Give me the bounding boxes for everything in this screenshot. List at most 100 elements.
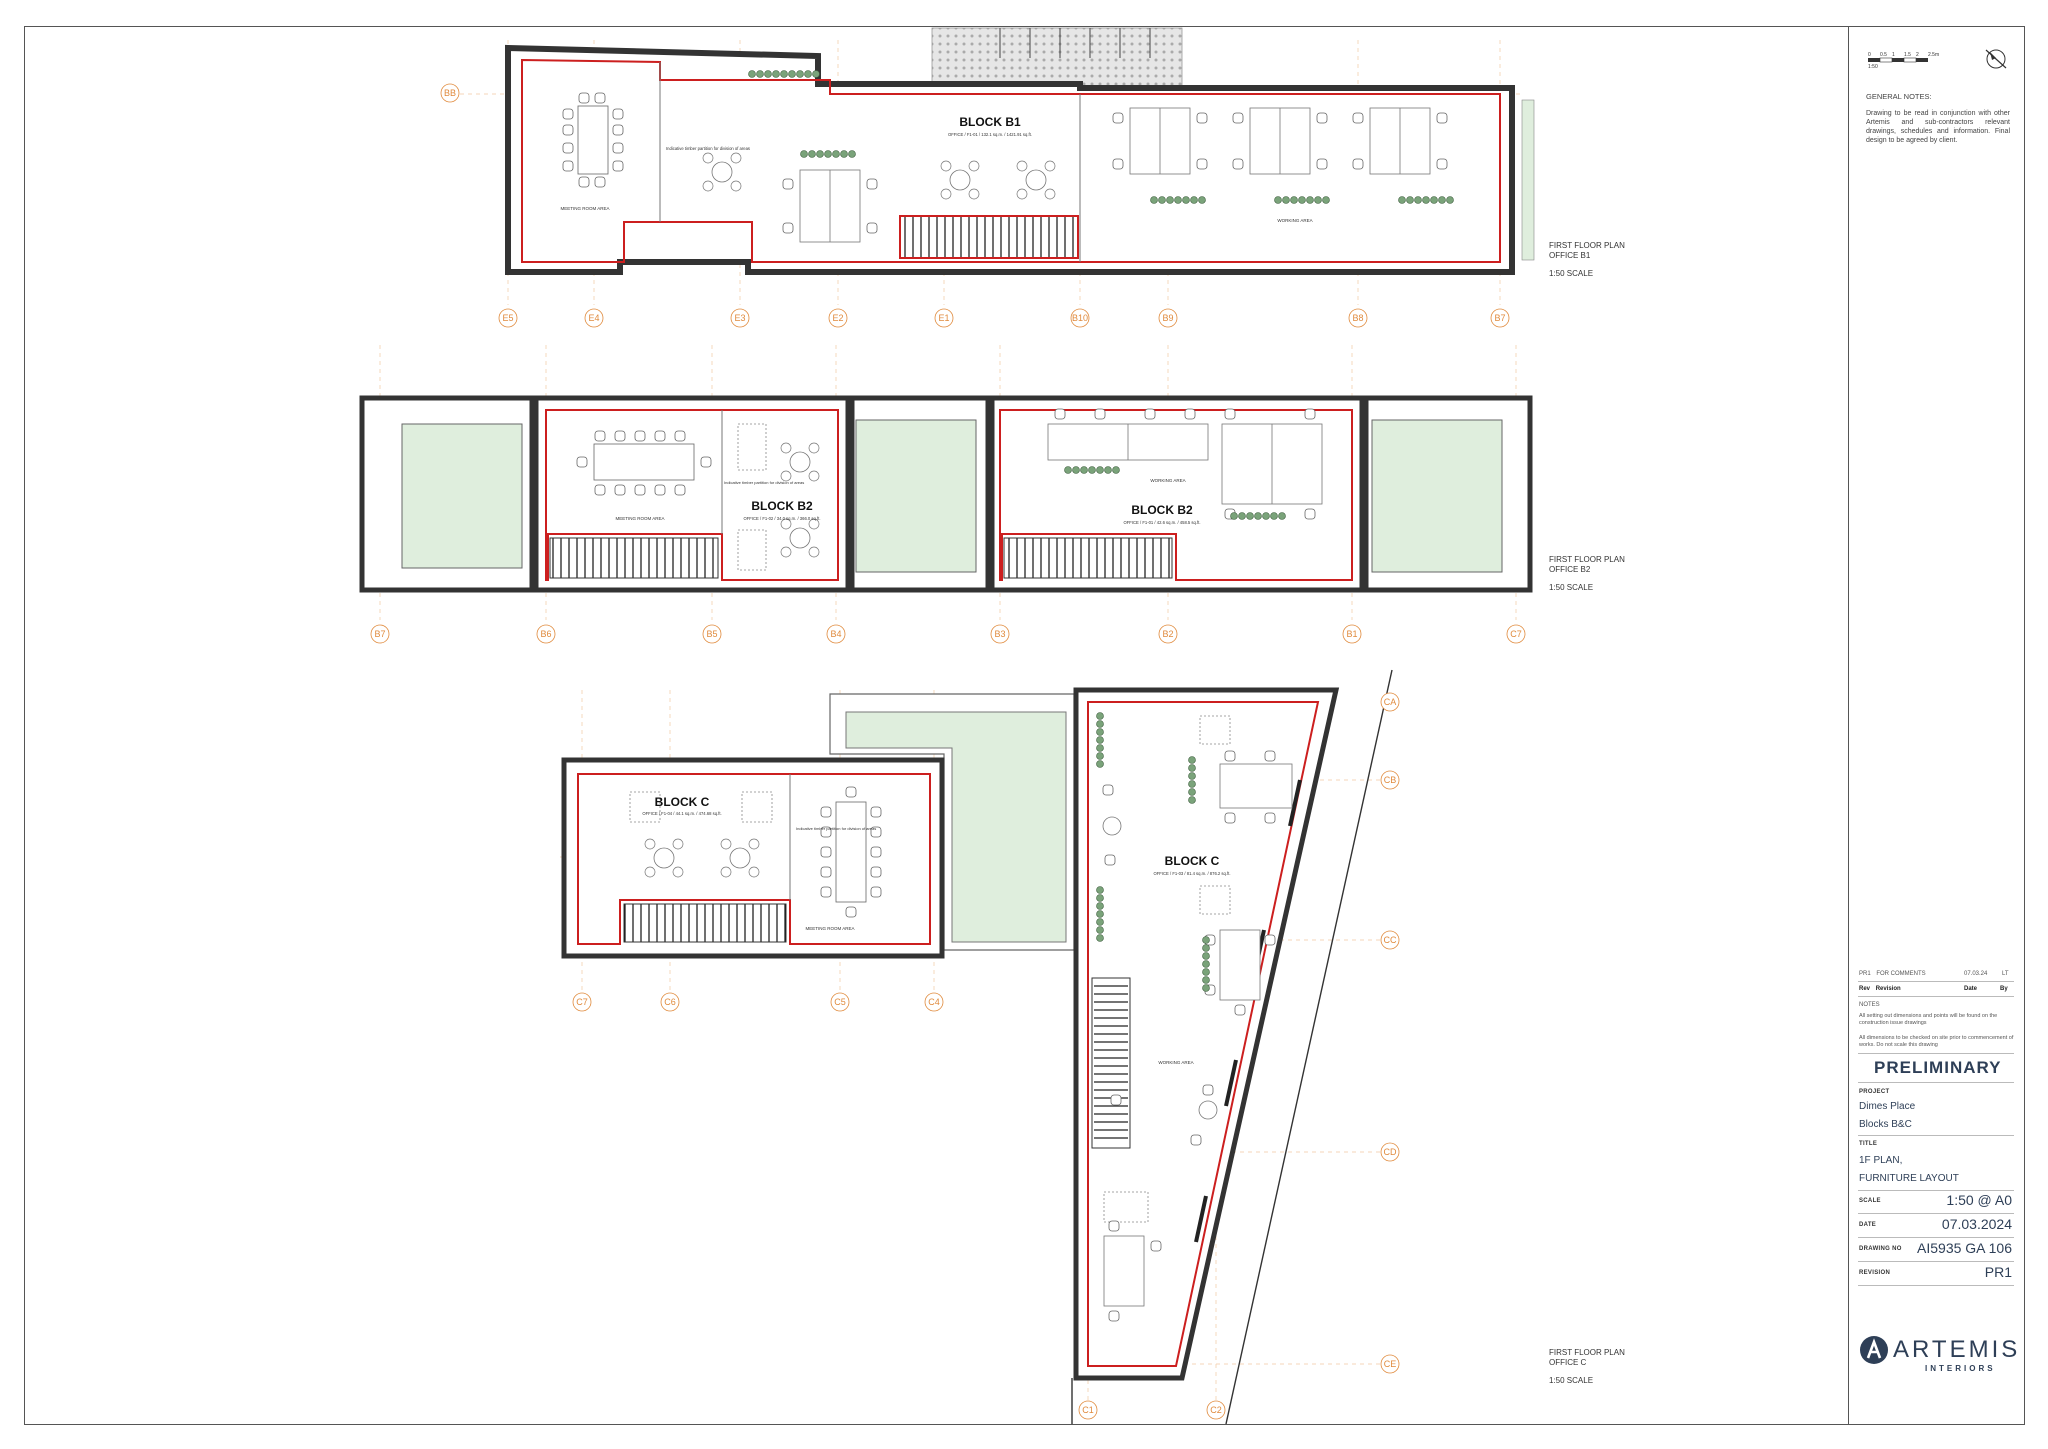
c-caption-line-1: FIRST FLOOR PLAN [1549, 1348, 1625, 1357]
date-label: DATE [1859, 1222, 1877, 1228]
b1-caption-line-2: OFFICE B1 [1549, 251, 1591, 260]
grid-bubble [584, 308, 604, 328]
b1-working-label: WORKING AREA [1277, 218, 1312, 223]
svg-text:1:50: 1:50 [1868, 64, 1878, 70]
revision-rule-bottom [1858, 1285, 2014, 1286]
grid-bubble [702, 624, 722, 644]
scale-bar-tick-label: 0.5 [1880, 52, 1887, 58]
revision-row-date: 07.03.24 [1964, 971, 1988, 977]
grid-label: B7 [1494, 313, 1505, 323]
grid-label: CC [1384, 935, 1397, 945]
revision-header: Rev Revision [1859, 985, 1901, 993]
grid-bubble [1078, 1400, 1098, 1420]
grid-label: B10 [1072, 313, 1088, 323]
grid-label: C7 [576, 997, 588, 1007]
grid-label: B8 [1352, 313, 1363, 323]
grid-bubble [1490, 308, 1510, 328]
grid-bubble [1380, 692, 1400, 712]
grid-bubble [1342, 624, 1362, 644]
grid-bubble [826, 624, 846, 644]
grid-label: B7 [374, 629, 385, 639]
b1-area-text: OFFICE / F1-01 / 132.1 sq.m. / 1421.91 s… [948, 132, 1032, 137]
logo-sub: INTERIORS [1925, 1364, 1996, 1373]
b2-area-text-right: OFFICE / F1-01 / 42.6 sq.m. / 458.5 sq.f… [1123, 520, 1200, 525]
grid-bubble [730, 308, 750, 328]
b2-block-title-left: BLOCK B2 [751, 499, 813, 513]
grid-bubble [660, 992, 680, 1012]
grid-bubble [1380, 770, 1400, 790]
notes-heading: NOTES [1859, 1002, 1880, 1008]
c-block-title-right: BLOCK C [1165, 854, 1220, 868]
grid-bubble [934, 308, 954, 328]
grid-bubble [828, 308, 848, 328]
drawing-no-value: AI5935 GA 106 [1917, 1240, 2012, 1256]
grid-label: E3 [734, 313, 745, 323]
grid-bubble [1348, 308, 1368, 328]
office-b1-plan: BLOCK B1 OFFICE / F1-01 / 132.1 sq.m. / … [440, 27, 1535, 328]
grid-label: C2 [1210, 1405, 1222, 1415]
grid-label: CD [1384, 1147, 1397, 1157]
grid-bubble [1158, 624, 1178, 644]
project-line-1: Dimes Place [1859, 1101, 1916, 1112]
b2-meeting-label: MEETING ROOM AREA [615, 516, 664, 521]
c-partition-note: Indicative timber partition for division… [796, 826, 876, 831]
drawing-no-label: DRAWING NO [1859, 1246, 1902, 1252]
grid-label: E2 [832, 313, 843, 323]
title-line-1: 1F PLAN, [1859, 1155, 1903, 1166]
b1-meeting-label: MEETING ROOM AREA [560, 206, 609, 211]
date-value: 07.03.2024 [1941, 1216, 2012, 1232]
grid-label: C4 [928, 997, 940, 1007]
office-c-plan: BLOCK C OFFICE / F1-04 / 44.1 sq.m. / 47… [560, 669, 1400, 1425]
grid-label: C6 [664, 997, 676, 1007]
grid-bubble [536, 624, 556, 644]
grid-label: E1 [938, 313, 949, 323]
revision-header-date: Date [1964, 986, 1978, 992]
b2-caption-scale: 1:50 SCALE [1549, 583, 1594, 592]
project-rule [1858, 1135, 2014, 1136]
scale-value: 1:50 @ A0 [1946, 1192, 2012, 1208]
grid-bubble [990, 624, 1010, 644]
notes-line-1: All setting out dimensions and points wi… [1859, 1013, 1998, 1026]
project-label: PROJECT [1859, 1089, 1890, 1095]
revision-rule [1858, 981, 2014, 982]
grid-bubble [1380, 930, 1400, 950]
title-block-panel [1848, 26, 2025, 1425]
project-line-2: Blocks B&C [1859, 1119, 1912, 1130]
grid-label: B5 [706, 629, 717, 639]
date-rule [1858, 1237, 2014, 1238]
title-rule [1858, 1190, 2014, 1191]
title-label: TITLE [1859, 1141, 1878, 1147]
c-working-label: WORKING AREA [1158, 1060, 1193, 1065]
b1-caption-scale: 1:50 SCALE [1549, 269, 1594, 278]
grid-bubble [1070, 308, 1090, 328]
b1-caption: FIRST FLOOR PLAN OFFICE B1 1:50 SCALE [1549, 241, 1625, 279]
b2-caption-line-2: OFFICE B2 [1549, 565, 1591, 574]
grid-label: B4 [830, 629, 841, 639]
b2-caption-line-1: FIRST FLOOR PLAN [1549, 555, 1625, 564]
grid-bubble [1206, 1400, 1226, 1420]
b2-working-label: WORKING AREA [1150, 478, 1185, 483]
c-area-text-left: OFFICE / F1-04 / 44.1 sq.m. / 474.68 sq.… [642, 811, 721, 816]
grid-label: C1 [1082, 1405, 1094, 1415]
revision-header-rev: Rev [1859, 986, 1871, 992]
logo-name: ARTEMIS [1893, 1336, 2021, 1363]
general-notes-heading: GENERAL NOTES: [1866, 92, 1932, 101]
grid-bubble [1158, 308, 1178, 328]
grid-label: CA [1384, 697, 1397, 707]
revision-label: REVISION [1859, 1270, 1891, 1276]
notes-rule [1858, 1053, 2014, 1054]
b1-caption-line-1: FIRST FLOOR PLAN [1549, 241, 1625, 250]
scale-bar-tick-label: 2.5m [1928, 52, 1939, 58]
grid-bubble [498, 308, 518, 328]
revision-row-rev: PR1 [1859, 971, 1871, 977]
grid-label: B3 [994, 629, 1005, 639]
scale-bar-tick-label: 1 [1892, 52, 1895, 58]
grid-bubble [572, 992, 592, 1012]
grid-label: C7 [1510, 629, 1522, 639]
north-arrow-icon [1985, 49, 2007, 69]
revision-header-by: By [2000, 986, 2008, 992]
svg-text:BB: BB [444, 88, 456, 98]
artemis-a-logo-icon [1860, 1336, 1888, 1364]
